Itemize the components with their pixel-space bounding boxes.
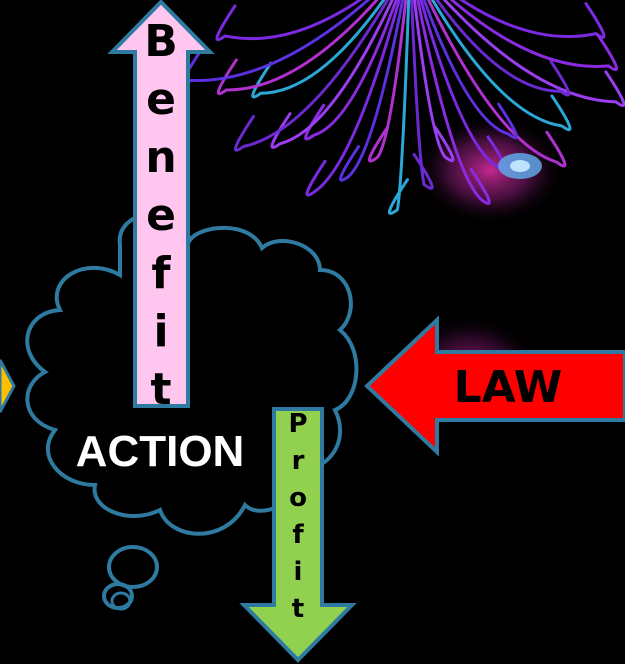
benefit-letter: e — [146, 74, 176, 125]
benefit-letter: n — [145, 132, 176, 183]
profit-letter: P — [288, 409, 307, 439]
profit-letter: i — [294, 557, 303, 587]
profit-letter: o — [289, 483, 307, 513]
action-label: ACTION — [76, 427, 245, 476]
benefit-letter: B — [144, 16, 178, 67]
benefit-letter: e — [146, 190, 176, 241]
benefit-letter: i — [153, 306, 168, 357]
profit-letter: f — [292, 520, 304, 550]
benefit-letter: t — [150, 364, 171, 415]
benefit-letter: f — [151, 248, 171, 299]
profit-letter: r — [292, 446, 305, 476]
law-label: LAW — [454, 362, 563, 413]
profit-letter: t — [292, 594, 304, 624]
